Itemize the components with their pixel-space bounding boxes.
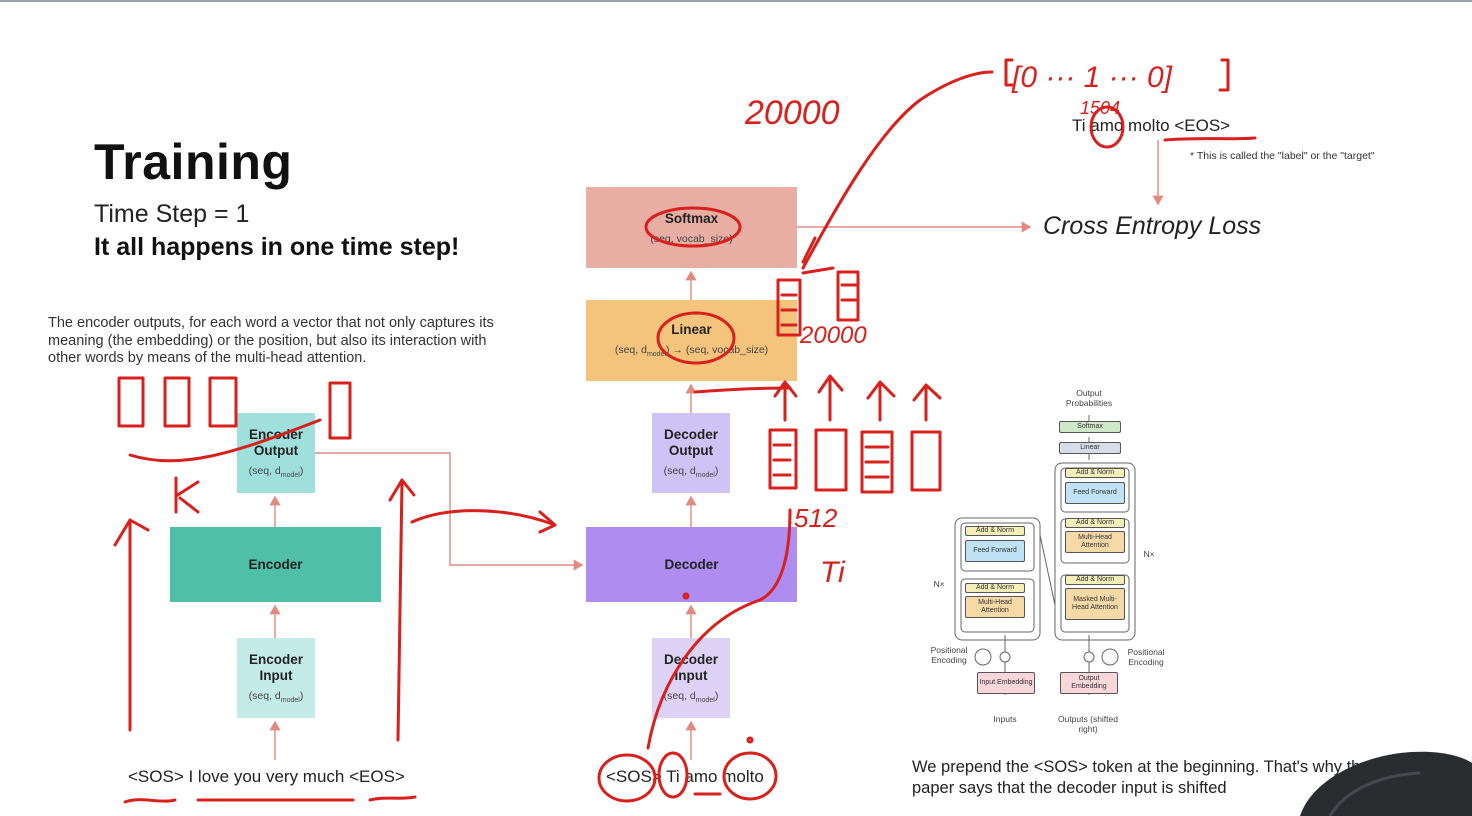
ink-ti: Ti <box>820 556 846 589</box>
fig-linear: Linear <box>1059 442 1121 454</box>
ink-underline-encoder-output <box>128 418 322 463</box>
ink-dash <box>801 266 835 275</box>
ink-left-arrow <box>113 518 150 732</box>
ink-underline-encoder-sentence <box>123 795 417 804</box>
fig-enc-multi-head-attention: Multi-Head Attention <box>965 596 1025 618</box>
encoder-output-shape: (seq, dmodel) <box>248 464 304 480</box>
ink-vector-1 <box>117 376 145 428</box>
slide-title: Training <box>94 134 293 190</box>
webcam-person-silhouette <box>1300 751 1472 816</box>
fig-positional-encoding-left: Positional Encoding <box>930 645 968 665</box>
ink-circle-amo <box>1089 105 1125 149</box>
ink-circle-sos <box>597 753 657 803</box>
cross-entropy-loss: Cross Entropy Loss <box>1043 212 1262 240</box>
ink-vector-3 <box>208 376 238 428</box>
ink-vector-4 <box>328 381 352 440</box>
label-note: * This is called the "label" or the "tar… <box>1190 150 1375 162</box>
ink-line-linear <box>693 386 792 394</box>
fig-positional-encoding-right: Positional Encoding <box>1127 647 1165 667</box>
softmax-title: Softmax <box>664 210 719 226</box>
fig-dec-add-norm-2: Add & Norm <box>1065 518 1125 528</box>
ink-circle-linear <box>656 311 736 365</box>
shifted-input-note: We prepend the <SOS> token at the beginn… <box>912 758 1370 797</box>
decoder-input-shape: (seq, dmodel) <box>663 689 719 705</box>
top-border <box>0 0 1472 2</box>
fig-decoder-nx: N× <box>1143 549 1155 559</box>
fig-input-embedding: Input Embedding <box>977 672 1035 694</box>
ink-token-index: 1504 <box>1080 98 1120 118</box>
ink-circle-molto <box>722 751 778 801</box>
ink-one-hot: [0 ··· 1 ··· 0] <box>1011 61 1173 94</box>
fig-outputs-shifted: Outputs (shifted right) <box>1057 714 1118 734</box>
ink-up-arrow-4 <box>912 383 942 422</box>
ink-lin-vector-2 <box>836 270 860 322</box>
ink-dim-512: 512 <box>794 503 838 533</box>
fig-dec-feed-forward: Feed Forward <box>1065 482 1125 504</box>
fig-output-embedding: Output Embedding <box>1060 672 1118 694</box>
linear-shape: (seq, dmodel) → (seq, vocab_size) <box>614 344 769 359</box>
encoder-block: Encoder <box>170 527 381 602</box>
fig-softmax: Softmax <box>1059 421 1121 433</box>
ink-dot-decoder <box>682 592 690 600</box>
softmax-shape: (seq, vocab_size) <box>650 232 733 245</box>
ink-lin-vector-lines <box>780 283 858 327</box>
ink-curve-decoder <box>646 508 792 750</box>
ink-curve-to-onehot <box>801 70 994 270</box>
fig-enc-feed-forward: Feed Forward <box>965 540 1025 562</box>
ink-onehot-brackets <box>1004 58 1230 92</box>
ink-up-arrow-3 <box>866 380 896 422</box>
encoder-title: Encoder <box>248 556 303 572</box>
encoder-input-sentence: <SOS> I love you very much <EOS> <box>128 767 405 786</box>
fig-encoder-nx: N× <box>933 579 945 589</box>
decoder-title: Decoder <box>664 556 719 572</box>
encoder-input-shape: (seq, dmodel) <box>248 689 304 705</box>
ink-dec-vector-4 <box>910 430 942 492</box>
decoder-output-shape: (seq, dmodel) <box>663 464 719 480</box>
fig-dec-add-norm-1: Add & Norm <box>1065 468 1125 478</box>
ink-enc-to-dec-arrow <box>410 509 557 534</box>
ink-vocab-size-side: 20000 <box>799 322 867 349</box>
ink-dec-vector-3 <box>860 430 894 494</box>
ink-up-arrow-2 <box>817 374 844 422</box>
transformer-architecture-figure: Output Probabilities Softmax Linear Add … <box>925 385 1185 745</box>
ink-k-letter <box>174 476 200 514</box>
ink-lin-vector-1 <box>776 278 802 337</box>
fig-dec-add-norm-3: Add & Norm <box>1065 575 1125 585</box>
time-step-label: Time Step = 1 <box>94 200 250 228</box>
linear-title: Linear <box>671 322 712 338</box>
softmax-block: Softmax (seq, vocab_size) <box>586 187 797 268</box>
ink-dec-vector-2 <box>814 428 848 492</box>
label-sentence: Ti amo molto <EOS> <box>1072 116 1231 135</box>
fig-enc-add-norm-2: Add & Norm <box>965 583 1025 593</box>
fig-enc-add-norm-1: Add & Norm <box>965 526 1025 536</box>
ink-right-arrow <box>388 478 416 742</box>
fig-inputs: Inputs <box>993 714 1017 724</box>
ink-dec-vector-1 <box>768 428 798 490</box>
ink-circle-softmax <box>644 206 742 248</box>
ink-underline-eos <box>1163 136 1257 142</box>
ink-dot-molto <box>746 736 754 744</box>
encoder-description: The encoder outputs, for each word a vec… <box>48 315 494 366</box>
decoder-block: Decoder <box>586 527 797 602</box>
fig-output-probabilities: Output Probabilities <box>1065 388 1113 408</box>
ink-circle-ti <box>657 751 689 799</box>
ink-vocab-size-top: 20000 <box>744 94 840 132</box>
slide-subtitle: It all happens in one time step! <box>94 233 460 261</box>
fig-masked-multi-head-attention: Masked Multi-Head Attention <box>1065 588 1125 620</box>
ink-arrowhead <box>801 236 817 264</box>
ink-vector-lines <box>772 443 890 479</box>
ink-vector-2 <box>163 376 191 428</box>
fig-dec-multi-head-attention: Multi-Head Attention <box>1065 531 1125 553</box>
